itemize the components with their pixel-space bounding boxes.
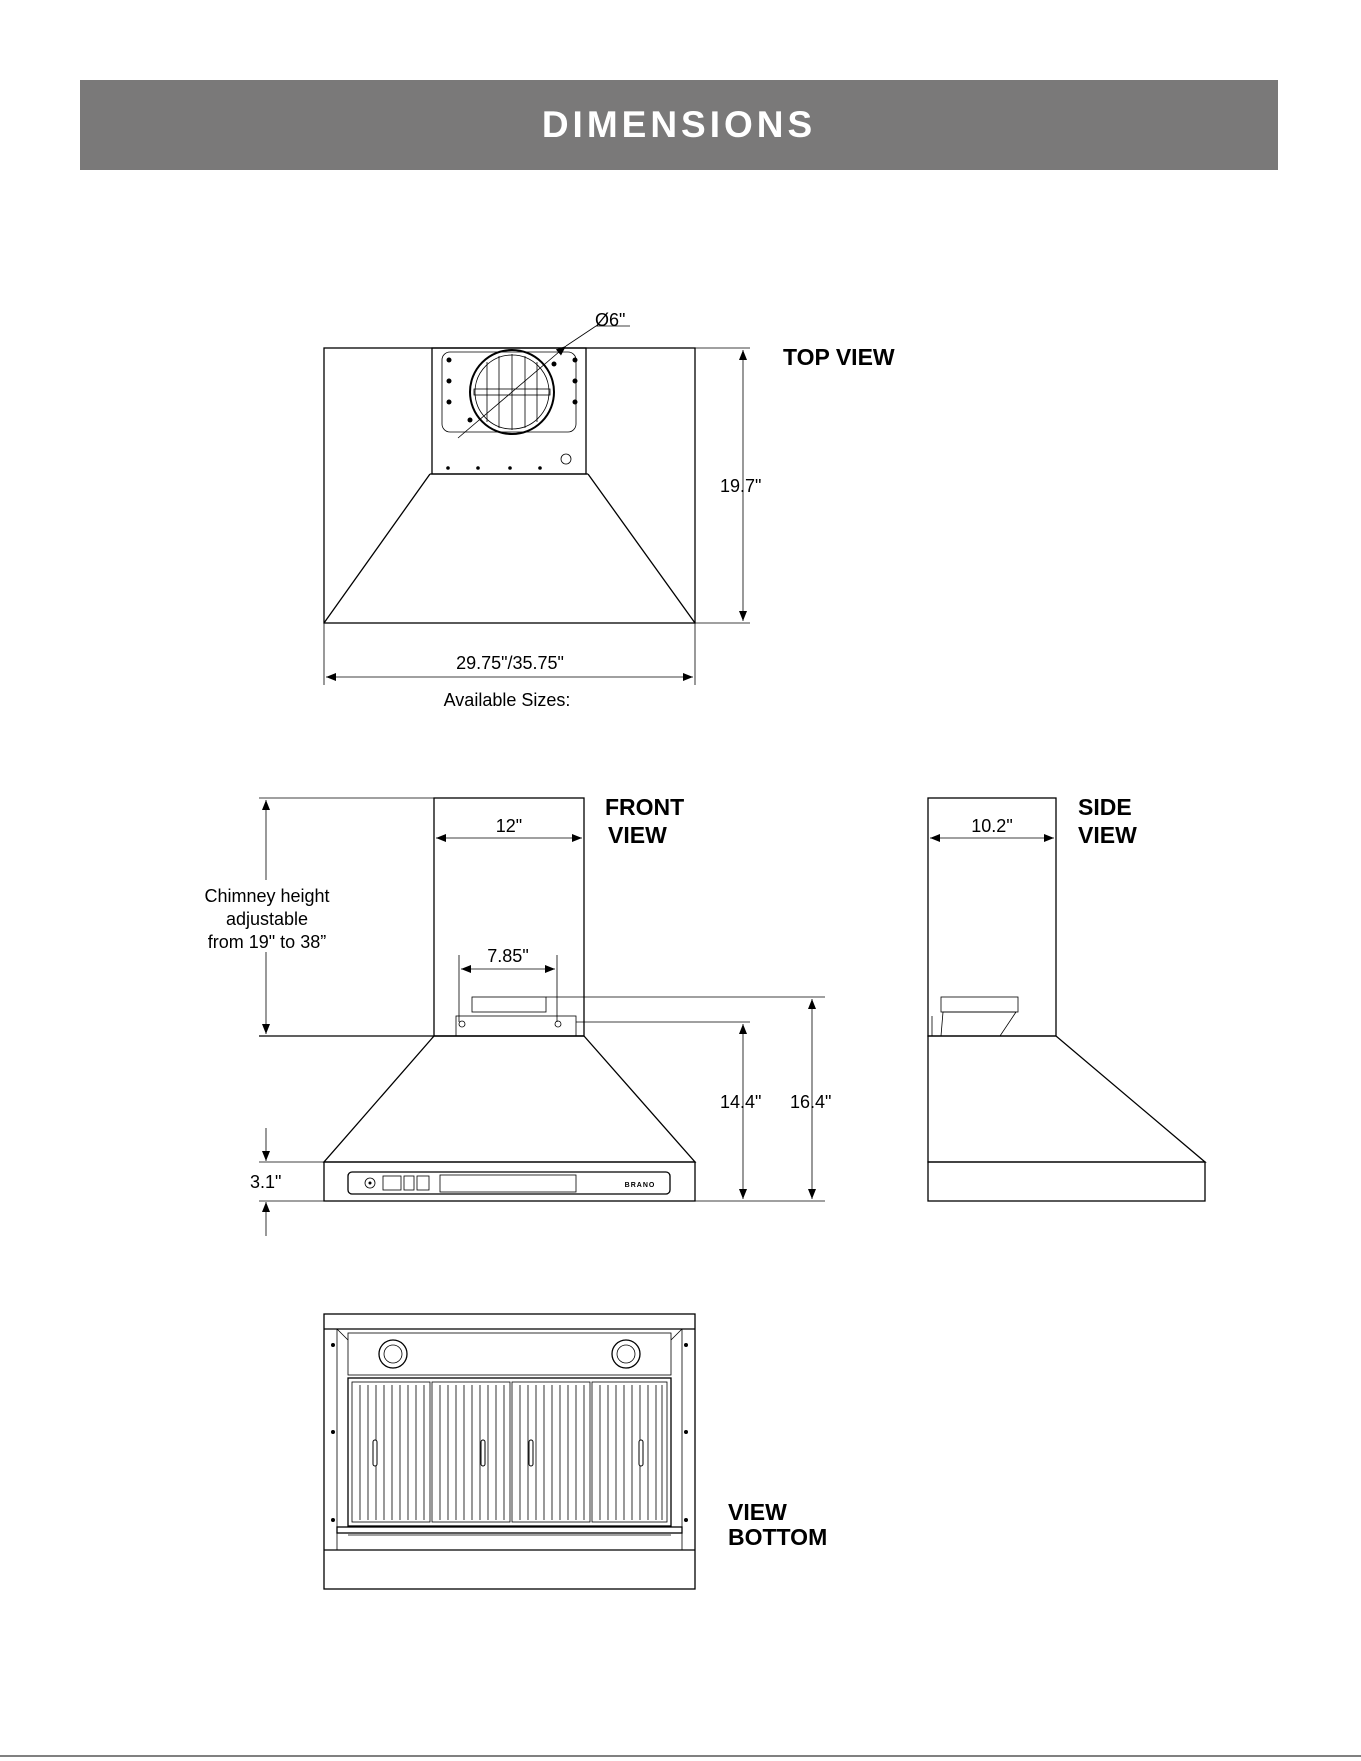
top-view-width-label: 29.75"/35.75" [456,653,564,673]
side-view: 10.2" SIDE VIEW [928,794,1205,1201]
front-view-bracket [456,997,576,1036]
bottom-view-title-line2: BOTTOM [728,1524,827,1550]
front-view-title-line1: FRONT [605,794,684,820]
duct-diameter-label: Ø6" [595,310,625,330]
side-view-bracket [932,997,1018,1036]
total-height-dimension [546,997,825,1199]
front-view: BRANO 12" Chimney height adjustable from… [190,794,831,1236]
bottom-view-baffle-filters [348,1378,671,1526]
top-view-title: TOP VIEW [783,344,895,370]
front-view-hood-body [259,1036,695,1201]
total-height-label: 16.4" [790,1092,831,1112]
chimney-note-line2: adjustable [226,909,308,929]
chimney-note-line3: from 19" to 38” [208,932,326,952]
side-view-depth-label: 10.2" [971,816,1012,836]
available-sizes-label: Available Sizes: [444,690,571,710]
panel-height-label: 3.1" [250,1172,281,1192]
chimney-note-line1: Chimney height [204,886,329,906]
bracket-width-label: 7.85" [487,946,528,966]
bottom-view-title-line1: VIEW [728,1499,787,1525]
side-view-title-line1: SIDE [1078,794,1132,820]
bottom-view: VIEW BOTTOM [324,1314,827,1589]
top-view: Ø6" 19.7" 29.75"/35.75" Available Sizes:… [324,310,895,710]
front-view-control-panel: BRANO [348,1172,670,1194]
side-view-title-line2: VIEW [1078,822,1137,848]
top-view-depth-label: 19.7" [720,476,761,496]
chimney-width-label: 12" [496,816,522,836]
hood-height-label: 14.4" [720,1092,761,1112]
bottom-view-lights [379,1340,640,1368]
brand-logo: BRANO [625,1182,656,1189]
front-view-title-line2: VIEW [608,822,667,848]
hood-height-dimension [576,1022,825,1201]
